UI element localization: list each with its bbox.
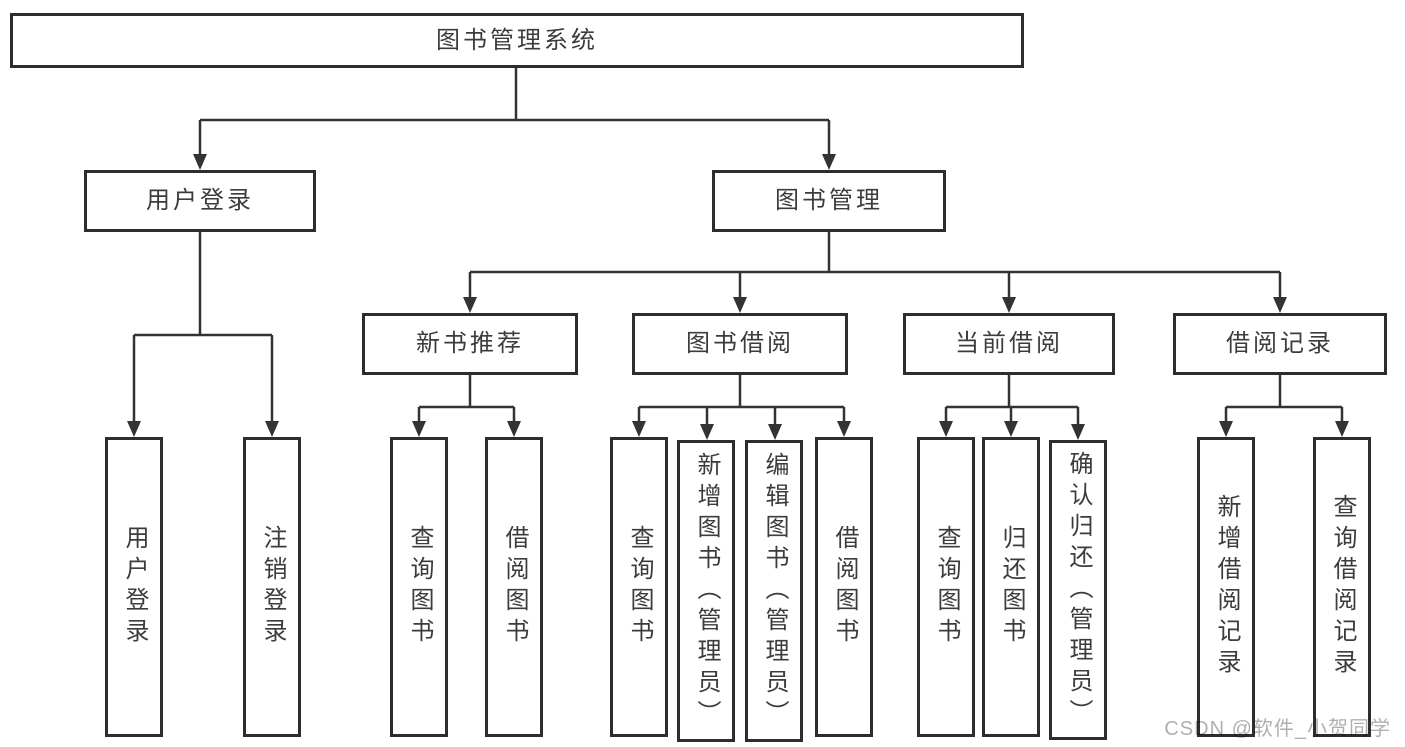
arrowhead <box>1273 297 1287 313</box>
leaf-logout: 注销登录 <box>243 437 301 737</box>
leaf-add-book-admin: 新增图书（管理员） <box>677 440 735 742</box>
node-new-book-recommendation: 新书推荐 <box>362 313 578 375</box>
node-label: 确认归还（管理员） <box>1065 450 1092 730</box>
node-label: 用户登录 <box>121 525 148 649</box>
leaf-borrow-books-recommend: 借阅图书 <box>485 437 543 737</box>
node-label: 新书推荐 <box>416 330 524 357</box>
leaf-user-login: 用户登录 <box>105 437 163 737</box>
arrowhead <box>463 297 477 313</box>
node-label: 图书管理系统 <box>436 26 598 54</box>
node-label: 查询图书 <box>626 525 653 649</box>
arrowhead <box>1004 421 1018 437</box>
leaf-return-book: 归还图书 <box>982 437 1040 737</box>
connector-newbook-to-leaves <box>417 375 516 425</box>
node-label: 用户登录 <box>146 187 254 214</box>
node-label: 编辑图书（管理员） <box>761 451 788 731</box>
arrowhead <box>700 424 714 440</box>
node-label: 借阅图书 <box>501 525 528 649</box>
node-label: 新增借阅记录 <box>1213 494 1240 680</box>
leaf-add-borrow-record: 新增借阅记录 <box>1197 437 1255 737</box>
arrowhead <box>768 424 782 440</box>
connector-borrowrecord-to-leaves <box>1224 375 1344 425</box>
leaf-query-books-current: 查询图书 <box>917 437 975 737</box>
node-label: 查询图书 <box>406 525 433 649</box>
leaf-query-books-borrowing: 查询图书 <box>610 437 668 737</box>
node-label: 当前借阅 <box>955 330 1063 357</box>
node-borrowing-records: 借阅记录 <box>1173 313 1387 375</box>
watermark: CSDN @软件_小贺同学 <box>1164 718 1391 740</box>
arrowhead <box>1219 421 1233 437</box>
arrowhead <box>507 421 521 437</box>
node-label: 图书管理 <box>775 187 883 214</box>
node-library-management-system: 图书管理系统 <box>10 13 1024 68</box>
node-book-management: 图书管理 <box>712 170 946 232</box>
arrowhead <box>412 421 426 437</box>
node-label: 借阅记录 <box>1226 330 1334 357</box>
arrowhead <box>733 297 747 313</box>
node-user-login-branch: 用户登录 <box>84 170 316 232</box>
arrowhead <box>265 421 279 437</box>
arrowhead <box>1002 297 1016 313</box>
connector-userlogin-to-leaves <box>132 232 274 425</box>
node-label: 查询借阅记录 <box>1329 494 1356 680</box>
node-label: 图书借阅 <box>686 330 794 357</box>
node-label: 查询图书 <box>933 525 960 649</box>
leaf-borrow-books-borrowing: 借阅图书 <box>815 437 873 737</box>
arrowhead <box>1335 421 1349 437</box>
node-label: 新增图书（管理员） <box>693 451 720 731</box>
leaf-query-books-recommend: 查询图书 <box>390 437 448 737</box>
arrowhead <box>1071 424 1085 440</box>
arrowhead <box>822 154 836 170</box>
arrowhead <box>939 421 953 437</box>
node-book-borrowing: 图书借阅 <box>632 313 848 375</box>
leaf-edit-book-admin: 编辑图书（管理员） <box>745 440 803 742</box>
node-label: 注销登录 <box>259 525 286 649</box>
node-label: 借阅图书 <box>831 525 858 649</box>
arrowhead <box>127 421 141 437</box>
connector-bookmgmt-to-level3 <box>468 232 1282 301</box>
connector-root-to-level2 <box>198 68 831 158</box>
connector-bookborrow-to-leaves <box>637 375 846 428</box>
leaf-confirm-return-admin: 确认归还（管理员） <box>1049 440 1107 740</box>
arrowhead <box>837 421 851 437</box>
node-label: 归还图书 <box>998 525 1025 649</box>
arrowhead <box>193 154 207 170</box>
arrowhead <box>632 421 646 437</box>
node-current-borrowing: 当前借阅 <box>903 313 1115 375</box>
connector-currentborrow-to-leaves <box>944 375 1080 428</box>
leaf-query-borrow-record: 查询借阅记录 <box>1313 437 1371 737</box>
